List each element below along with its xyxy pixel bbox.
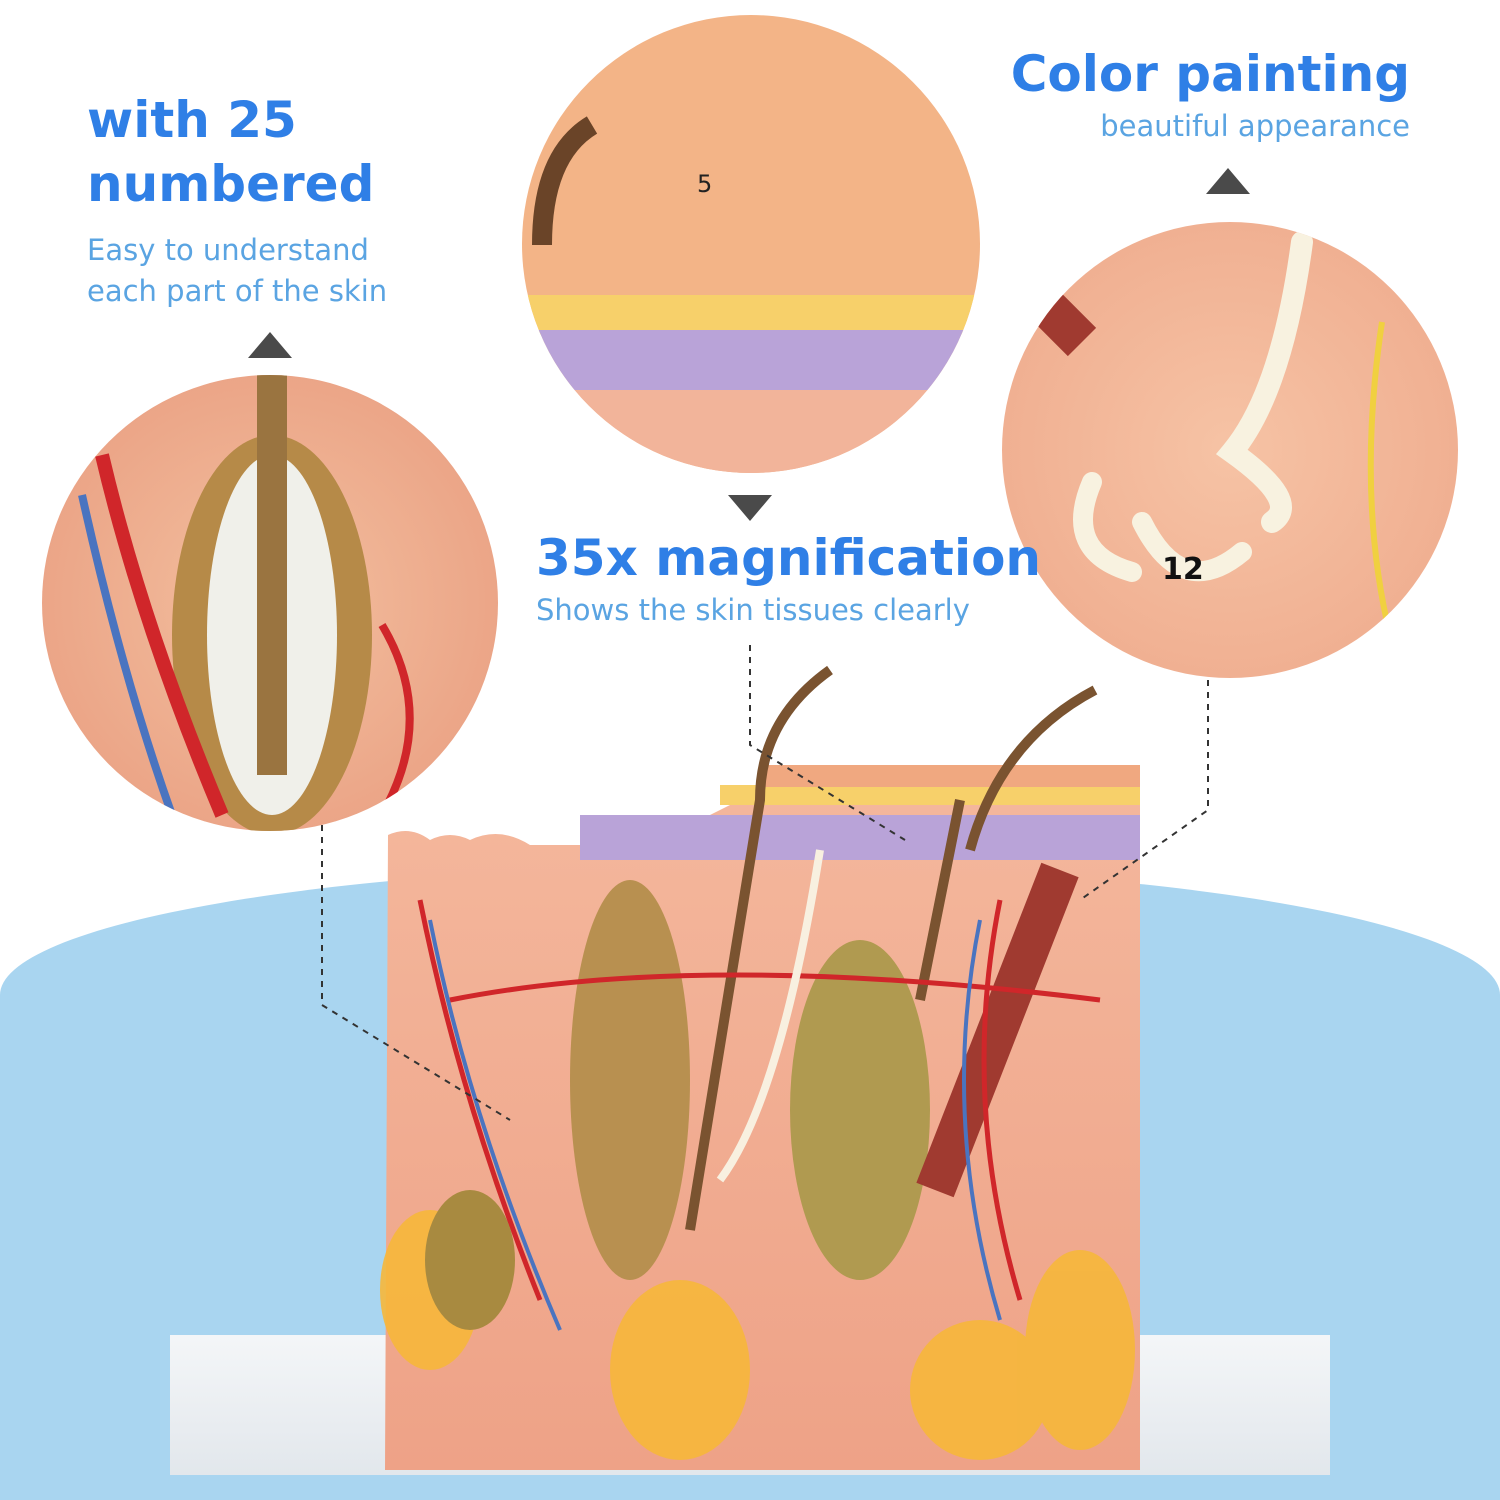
label-5: 5: [697, 170, 713, 198]
label-12: 12: [1162, 552, 1204, 587]
arrector-muscle: [916, 862, 1079, 1198]
callout-numbered-subtitle-2: each part of the skin: [87, 274, 388, 308]
callout-color-subtitle: beautiful appearance: [1100, 109, 1410, 143]
sweat-duct: [716, 849, 824, 1183]
triangle-up-icon: [248, 332, 292, 358]
blood-vessels: [417, 899, 1101, 1301]
triangle-down-icon: [728, 495, 772, 521]
callout-magnification-title: 35x magnification: [536, 529, 1042, 587]
callout-color: Color painting beautiful appearance: [1011, 42, 1410, 147]
sebaceous-gland: [790, 940, 930, 1280]
callout-magnification: 35x magnification Shows the skin tissues…: [536, 526, 1041, 631]
hair-follicle: [570, 880, 690, 1280]
callout-numbered-subtitle-1: Easy to understand: [87, 233, 369, 267]
callout-color-title: Color painting: [1010, 45, 1410, 103]
connector-lines: [321, 645, 1209, 1121]
callout-numbered-title: with 25 numbered: [87, 91, 375, 213]
skin-block: [385, 790, 1140, 1470]
magnified-epidermis-circle: 5: [522, 15, 980, 473]
pacinian-corpuscle: [425, 1190, 515, 1330]
epidermis-layer: [580, 815, 1140, 860]
callout-numbered: with 25 numbered Easy to understand each…: [87, 88, 387, 312]
callout-magnification-subtitle: Shows the skin tissues clearly: [536, 593, 970, 627]
magnified-hair-follicle-circle: [42, 375, 498, 831]
hair-shaft: [685, 665, 833, 1231]
triangle-up-icon: [1206, 168, 1250, 194]
magnified-sweat-gland-circle: 12: [1002, 222, 1458, 678]
